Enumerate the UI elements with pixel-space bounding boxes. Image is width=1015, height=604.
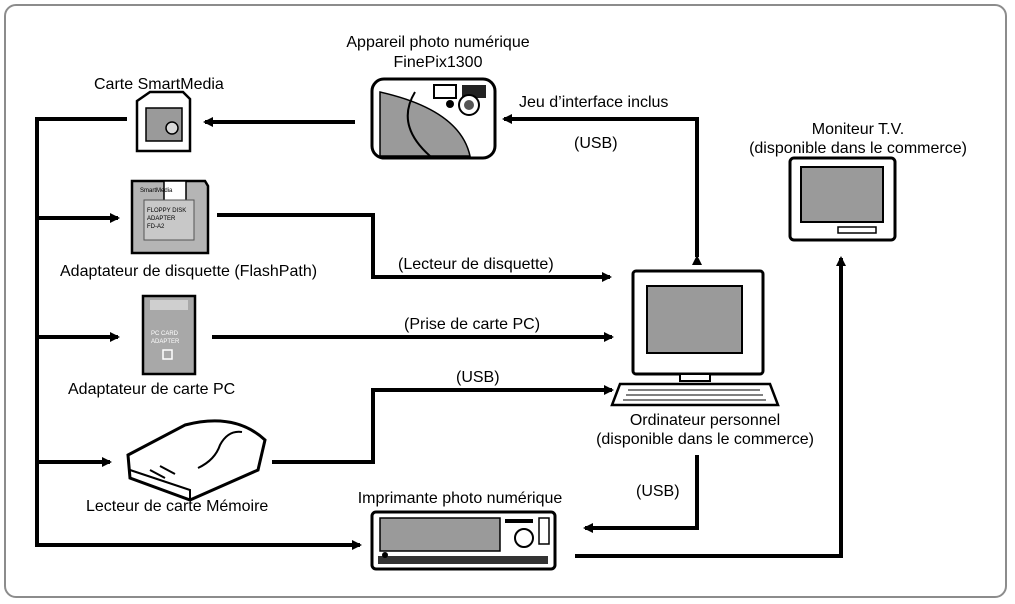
smartmedia-bus-line xyxy=(35,117,362,550)
floppy-adapter-text-line2: ADAPTER xyxy=(147,216,176,222)
monitor-label-line2: (disponible dans le commerce) xyxy=(749,140,967,157)
camera-label-line1: Appareil photo numérique xyxy=(346,34,530,51)
floppy-adapter-text-line1: FLOPPY DISK xyxy=(147,208,186,214)
pc-card-adapter-label: Adaptateur de carte PC xyxy=(68,381,236,398)
diagram-frame xyxy=(4,4,1007,598)
reader-to-computer-line xyxy=(272,385,614,464)
pc-card-slot-label: (Prise de carte PC) xyxy=(404,316,541,333)
computer-label-line1: Ordinateur personnel xyxy=(629,412,781,429)
camera-label-line2: FinePix1300 xyxy=(393,54,483,71)
printer-to-monitor-line xyxy=(575,256,846,558)
floppy-adapter-icon: SmartMedia FLOPPY DISK ADAPTER FD-A2 xyxy=(130,179,210,255)
computer-icon xyxy=(610,269,780,407)
interface-kit-label: Jeu d’interface inclus xyxy=(519,94,669,111)
floppy-adapter-brand-text: SmartMedia xyxy=(140,188,173,194)
floppy-adapter-text-line3: FD-A2 xyxy=(147,224,165,230)
printer-icon xyxy=(370,510,557,571)
computer-label-line2: (disponible dans le commerce) xyxy=(596,431,814,448)
pc-card-text-line2: ADAPTER xyxy=(151,339,180,345)
pc-card-text-line1: PC CARD xyxy=(151,331,179,337)
camera-usb-label: (USB) xyxy=(574,135,618,152)
camera-computer-usb-line xyxy=(502,114,702,265)
printer-label: Imprimante photo numérique xyxy=(357,490,563,507)
printer-usb-label: (USB) xyxy=(636,483,680,500)
floppy-adapter-label: Adaptateur de disquette (FlashPath) xyxy=(60,263,318,280)
smartmedia-card-icon xyxy=(135,90,192,153)
computer-to-printer-line xyxy=(583,455,699,533)
floppy-drive-label: (Lecteur de disquette) xyxy=(398,256,554,273)
card-reader-icon xyxy=(126,419,267,502)
smartmedia-label: Carte SmartMedia xyxy=(94,76,224,93)
camera-icon xyxy=(370,77,497,160)
reader-usb-label: (USB) xyxy=(456,369,500,386)
monitor-icon xyxy=(788,156,897,242)
card-reader-label: Lecteur de carte Mémoire xyxy=(86,498,269,515)
monitor-label-line1: Moniteur T.V. xyxy=(811,121,905,138)
floppy-to-computer-line xyxy=(217,213,612,282)
pc-card-adapter-icon: PC CARD ADAPTER xyxy=(141,294,197,376)
